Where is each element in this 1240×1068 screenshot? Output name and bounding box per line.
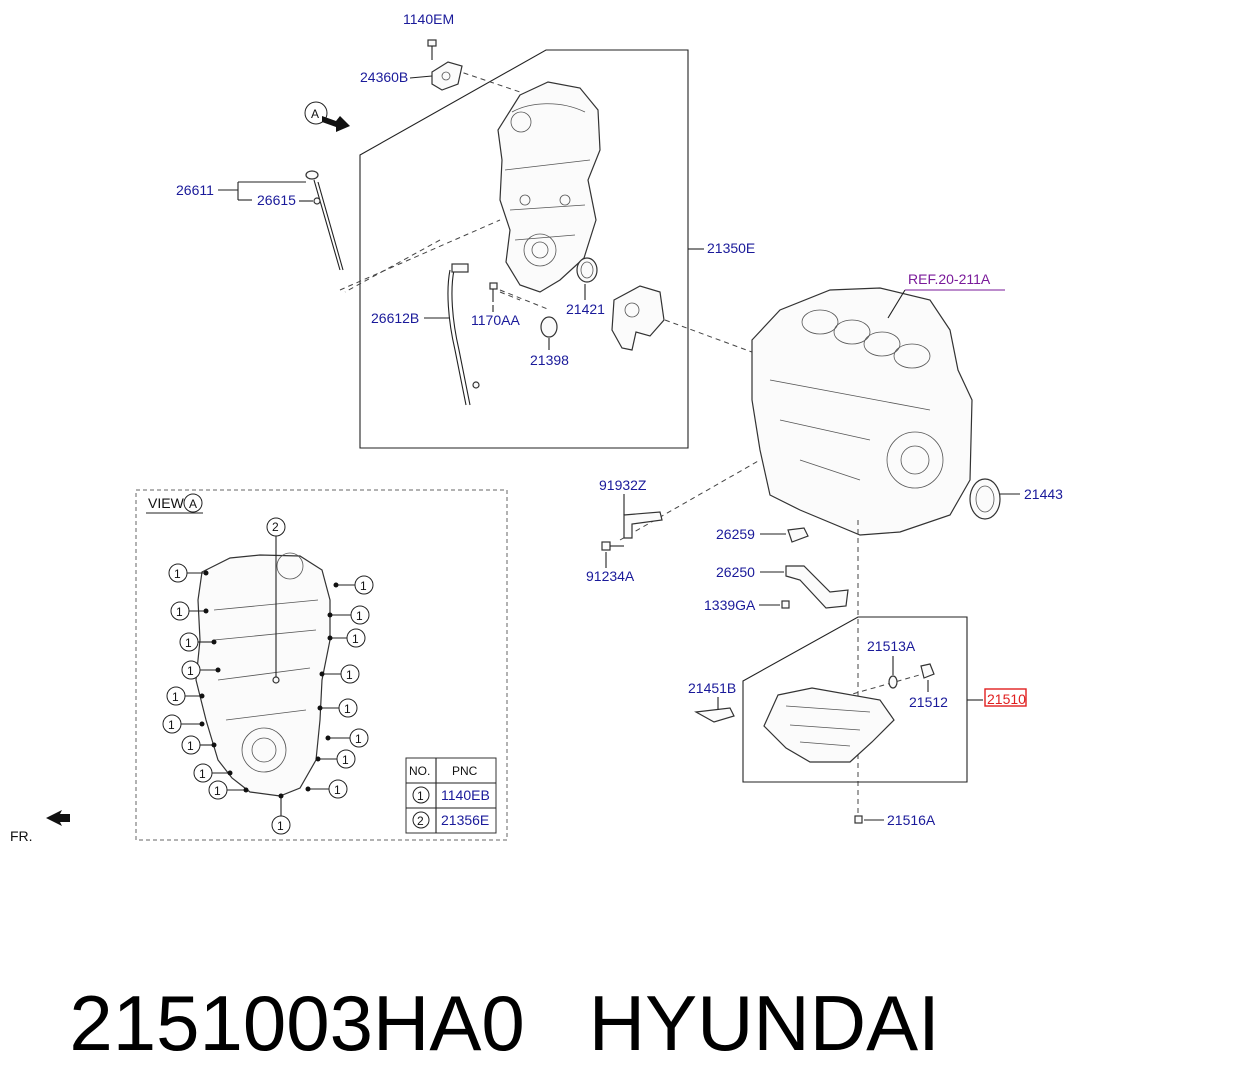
table-row-pnc[interactable]: 1140EB <box>441 787 490 803</box>
callout-2: 2 <box>272 520 279 534</box>
parts-diagram: 1140EM 24360B A 26611 26615 21350E 26612… <box>10 11 1063 844</box>
label-91932Z[interactable]: 91932Z <box>599 477 647 493</box>
right-callouts: 1 1 1 1 1 1 1 1 <box>308 575 374 799</box>
svg-text:1: 1 <box>360 579 367 593</box>
label-21516A[interactable]: 21516A <box>887 812 936 828</box>
brand-name: HYUNDAI <box>588 979 940 1067</box>
svg-text:1: 1 <box>352 632 359 646</box>
label-21421[interactable]: 21421 <box>566 301 605 317</box>
label-91234A[interactable]: 91234A <box>586 568 635 584</box>
view-marker: A <box>189 497 197 511</box>
timing-cover-group <box>305 39 761 449</box>
label-1140EM[interactable]: 1140EM <box>403 11 454 27</box>
svg-text:1: 1 <box>176 605 183 619</box>
view-title: VIEW <box>148 495 185 511</box>
label-21512[interactable]: 21512 <box>909 694 948 710</box>
view-a-marker: A <box>311 107 319 121</box>
engine-block <box>751 287 973 536</box>
svg-text:1: 1 <box>356 609 363 623</box>
svg-text:1: 1 <box>342 753 349 767</box>
label-26615[interactable]: 26615 <box>257 192 296 208</box>
svg-text:1: 1 <box>174 567 181 581</box>
label-26250[interactable]: 26250 <box>716 564 755 580</box>
label-1170AA[interactable]: 1170AA <box>471 312 520 328</box>
pnc-table: NO. PNC 1 1140EB 2 21356E <box>405 757 497 834</box>
svg-text:1: 1 <box>355 732 362 746</box>
svg-text:1: 1 <box>187 739 194 753</box>
front-arrow-icon <box>46 810 70 826</box>
label-21513A[interactable]: 21513A <box>867 638 916 654</box>
callout-bottom: 1 <box>277 819 284 833</box>
footer-caption: 2151003HA0 HYUNDAI <box>26 888 939 1067</box>
table-row-no: 1 <box>417 789 424 803</box>
left-callouts: 1 1 1 1 1 1 1 1 1 <box>162 563 246 800</box>
label-21398[interactable]: 21398 <box>530 352 569 368</box>
label-21443[interactable]: 21443 <box>1024 486 1063 502</box>
svg-text:1: 1 <box>334 783 341 797</box>
svg-text:1: 1 <box>199 767 206 781</box>
svg-text:1: 1 <box>185 636 192 650</box>
label-24360B[interactable]: 24360B <box>360 69 408 85</box>
part-number: 2151003HA0 <box>69 979 525 1067</box>
label-26611[interactable]: 26611 <box>176 182 214 198</box>
table-row-no: 2 <box>417 814 424 828</box>
table-header-no: NO. <box>409 764 430 778</box>
table-row-pnc[interactable]: 21356E <box>441 812 489 828</box>
table-header-pnc: PNC <box>452 764 478 778</box>
label-21350E[interactable]: 21350E <box>707 240 755 256</box>
label-21510[interactable]: 21510 <box>987 691 1026 707</box>
arrow-icon <box>322 116 350 132</box>
svg-text:1: 1 <box>187 664 194 678</box>
label-1339GA[interactable]: 1339GA <box>704 597 756 613</box>
label-fr: FR. <box>10 828 33 844</box>
svg-text:1: 1 <box>168 718 175 732</box>
svg-text:1: 1 <box>346 668 353 682</box>
label-ref[interactable]: REF.20-211A <box>908 271 991 287</box>
label-26259[interactable]: 26259 <box>716 526 755 542</box>
view-a-panel: VIEW A 2 1 1 1 1 1 1 1 <box>135 489 508 841</box>
svg-text:1: 1 <box>172 690 179 704</box>
label-26612B[interactable]: 26612B <box>371 310 419 326</box>
highlight-box <box>984 688 1027 707</box>
svg-text:1: 1 <box>344 702 351 716</box>
label-21451B[interactable]: 21451B <box>688 680 736 696</box>
svg-text:1: 1 <box>214 784 221 798</box>
